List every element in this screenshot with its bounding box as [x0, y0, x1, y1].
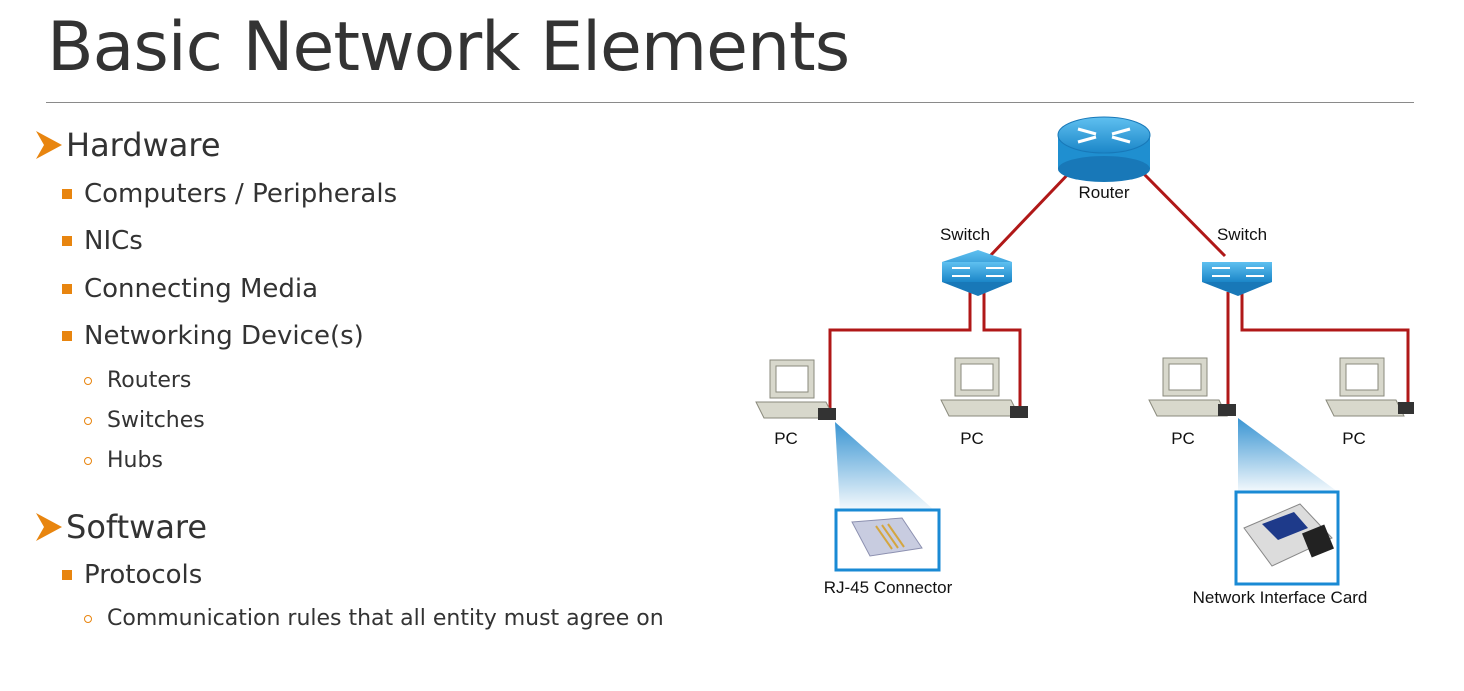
outline-level1-hardware: Hardware [34, 125, 221, 165]
sub-list-item-label: Hubs [107, 448, 163, 473]
callout-label: RJ-45 Connector [824, 578, 953, 597]
list-item: Networking Device(s) [62, 320, 364, 352]
sub-list-item-label: Communication rules that all entity must… [107, 606, 664, 631]
ring-bullet-icon [84, 457, 92, 465]
network-diagram: Router Switch Switch PC PC [755, 116, 1414, 607]
switch-icon [942, 250, 1012, 296]
list-item: Computers / Peripherals [62, 178, 397, 210]
square-bullet-icon [62, 570, 72, 580]
callout-beam [835, 422, 934, 510]
list-item: NICs [62, 225, 143, 257]
square-bullet-icon [62, 284, 72, 294]
list-item: Protocols [62, 559, 202, 591]
pc-icon [755, 359, 836, 420]
outline-level1-software: Software [34, 507, 207, 547]
software-heading: Software [66, 508, 208, 546]
pc-icon [940, 357, 1028, 418]
callout-label: Network Interface Card [1193, 588, 1368, 607]
list-item-label: NICs [84, 226, 143, 256]
hardware-heading: Hardware [66, 126, 221, 164]
router-icon [1057, 116, 1151, 182]
square-bullet-icon [62, 236, 72, 246]
title-divider [46, 102, 1414, 103]
arrow-bullet-icon [36, 131, 62, 159]
list-item: Connecting Media [62, 273, 318, 305]
ring-bullet-icon [84, 417, 92, 425]
sub-list-item: Switches [84, 407, 205, 435]
switch-label: Switch [940, 225, 990, 244]
pc-label: PC [960, 429, 984, 448]
callout-beam [1238, 418, 1338, 492]
ring-bullet-icon [84, 615, 92, 623]
switch-icon [1202, 262, 1272, 296]
rj45-connector-icon [834, 508, 941, 572]
slide-title: Basic Network Elements [47, 8, 850, 87]
sub-list-item-label: Switches [107, 408, 205, 433]
router-label: Router [1078, 183, 1129, 202]
pc-label: PC [774, 429, 798, 448]
sub-list-item: Routers [84, 367, 191, 395]
ring-bullet-icon [84, 377, 92, 385]
pc-label: PC [1171, 429, 1195, 448]
sub-list-item-label: Routers [107, 368, 192, 393]
list-item-label: Connecting Media [84, 274, 319, 304]
pc-icon [1325, 357, 1414, 417]
switch-label: Switch [1217, 225, 1267, 244]
list-item-label: Networking Device(s) [84, 321, 364, 351]
sub-list-item: Communication rules that all entity must… [84, 605, 664, 633]
square-bullet-icon [62, 331, 72, 341]
cables [828, 168, 1410, 410]
pc-icon [1148, 357, 1236, 417]
arrow-bullet-icon [36, 513, 62, 541]
list-item-label: Protocols [84, 560, 203, 590]
sub-list-item: Hubs [84, 447, 163, 475]
square-bullet-icon [62, 189, 72, 199]
list-item-label: Computers / Peripherals [84, 179, 398, 209]
pc-label: PC [1342, 429, 1366, 448]
network-interface-card-icon [1234, 490, 1340, 586]
